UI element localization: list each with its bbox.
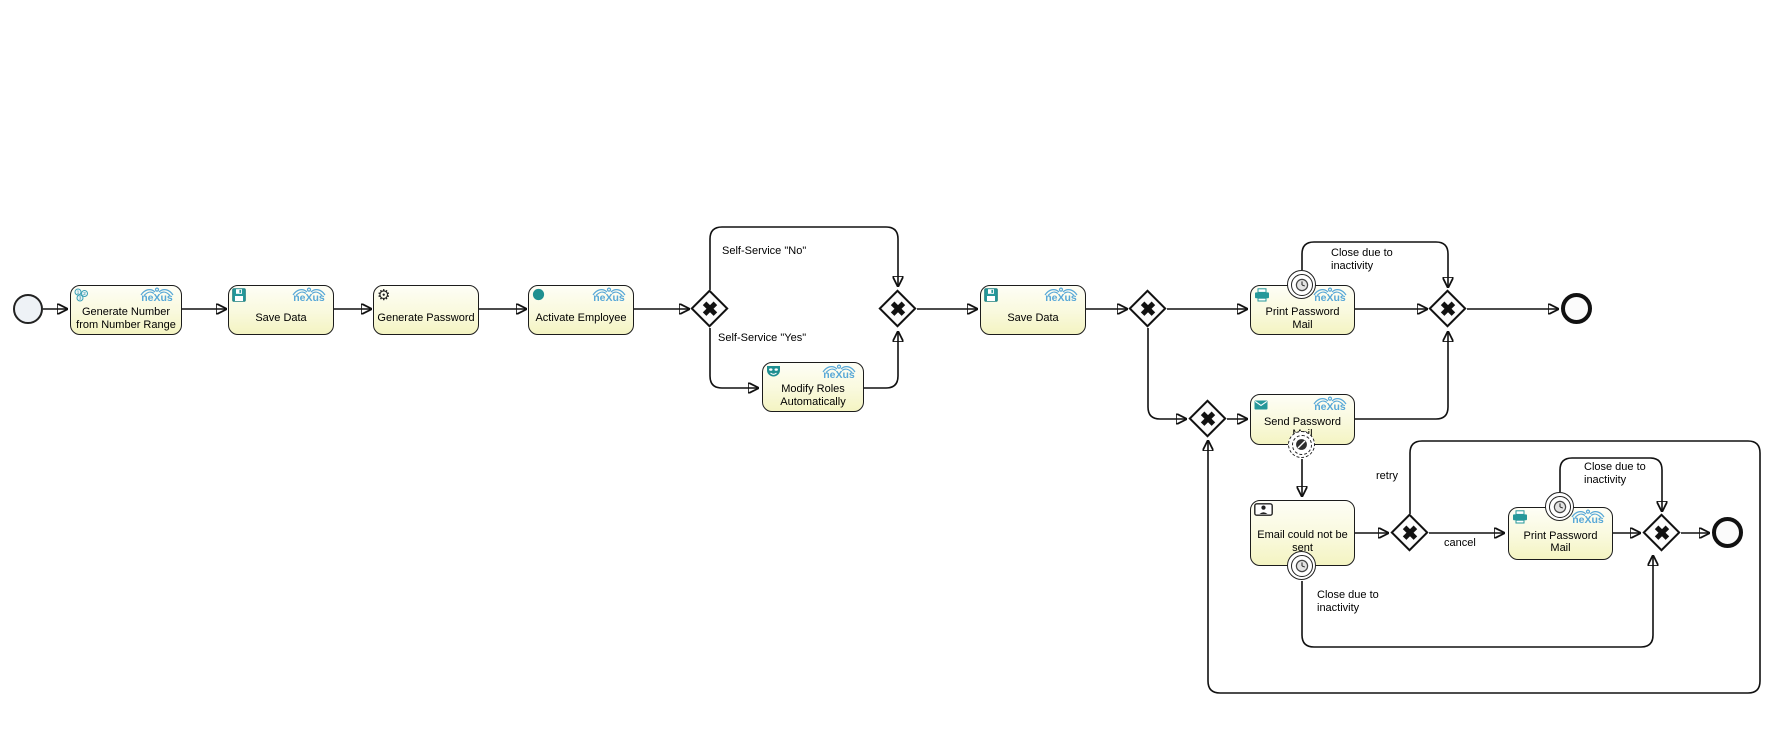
gateway-self-service-join[interactable]: ✖ (878, 289, 917, 328)
nexus-logo: neXus (1309, 396, 1351, 413)
gateway-self-service-split[interactable]: ✖ (690, 289, 729, 328)
label-close-inactivity-1: Close due to inactivity (1331, 247, 1393, 272)
nexus-logo-text: neXus (1314, 401, 1346, 413)
task-label: Print Password Mail (1523, 529, 1598, 555)
task-label: Activate Employee (535, 312, 627, 325)
flow-self-service-no (709, 226, 898, 290)
envelope-icon (1254, 397, 1268, 415)
task-save-data-1[interactable]: neXus Save Data (228, 285, 334, 335)
task-label: Generate Password (377, 312, 475, 325)
gateway-sub-join[interactable]: ✖ (1642, 513, 1681, 552)
flow-gateway-down-to-merge (1147, 328, 1186, 419)
x-marker-icon: ✖ (889, 298, 907, 321)
label-self-service-no: Self-Service "No" (722, 245, 807, 257)
label-close-inactivity-3: Close due to inactivity (1317, 589, 1379, 614)
task-label: Save Data (255, 312, 307, 325)
nexus-logo-text: neXus (141, 292, 173, 304)
x-marker-icon: ✖ (1199, 408, 1217, 431)
timer-clock-icon (1295, 559, 1308, 572)
user-task-icon (1254, 503, 1273, 521)
gateway-send-merge[interactable]: ✖ (1188, 399, 1227, 438)
flow-modify-roles-to-join (864, 332, 898, 389)
gateway-main-join[interactable]: ✖ (1428, 289, 1467, 328)
nexus-logo: neXus (1567, 509, 1609, 526)
nexus-logo-text: neXus (1314, 292, 1346, 304)
label-self-service-yes: Self-Service "Yes" (718, 332, 807, 344)
end-event-sub[interactable] (1712, 517, 1743, 548)
floppy-disk-icon (232, 288, 246, 307)
timer-clock-icon (1553, 500, 1566, 513)
boundary-timer-print-mail-1[interactable] (1287, 270, 1316, 299)
x-marker-icon: ✖ (1139, 298, 1157, 321)
boundary-timer-print-mail-2[interactable] (1545, 492, 1574, 521)
flow-timer-2-close (1559, 457, 1662, 511)
nexus-logo: neXus (1040, 287, 1082, 304)
label-close-inactivity-2: Close due to inactivity (1584, 461, 1646, 486)
svg-text:2: 2 (83, 291, 86, 296)
nexus-logo-text: neXus (293, 292, 325, 304)
nexus-logo: neXus (288, 287, 330, 304)
nexus-logo-text: neXus (823, 369, 855, 381)
nexus-logo-text: neXus (1045, 292, 1077, 304)
end-event-main[interactable] (1561, 293, 1592, 324)
gateway-delivery-split[interactable]: ✖ (1128, 289, 1167, 328)
status-dot-icon (532, 288, 545, 306)
printer-icon (1254, 288, 1270, 307)
nexus-logo-text: neXus (593, 292, 625, 304)
flow-timer-email-close (1301, 556, 1653, 648)
x-marker-icon: ✖ (1439, 298, 1457, 321)
mask-icon (766, 365, 781, 383)
task-activate-employee[interactable]: neXus Activate Employee (528, 285, 634, 335)
task-print-password-mail-2[interactable]: neXus Print Password Mail (1508, 507, 1613, 560)
boundary-send-fail[interactable] (1288, 431, 1315, 458)
gear-icon: ⚙ (377, 287, 391, 304)
printer-icon (1512, 510, 1528, 529)
x-marker-icon: ✖ (701, 298, 719, 321)
task-generate-password[interactable]: ⚙ Generate Password (373, 285, 479, 335)
x-marker-icon: ✖ (1401, 522, 1419, 545)
svg-text:1: 1 (77, 290, 80, 295)
task-label: Save Data (1007, 312, 1059, 325)
nexus-logo: neXus (818, 364, 860, 381)
x-marker-icon: ✖ (1653, 522, 1671, 545)
nexus-logo: neXus (588, 287, 630, 304)
nexus-logo: neXus (136, 287, 178, 304)
nexus-logo-text: neXus (1572, 514, 1604, 526)
task-label: Print Password Mail (1265, 306, 1340, 331)
flow-self-service-yes (709, 328, 758, 388)
flow-send-mail-to-main-join (1355, 332, 1448, 420)
flow-timer-1-close (1301, 241, 1448, 287)
task-save-data-2[interactable]: neXus Save Data (980, 285, 1086, 335)
gateway-retry-cancel[interactable]: ✖ (1390, 513, 1429, 552)
label-retry: retry (1376, 470, 1398, 482)
floppy-disk-icon (984, 288, 998, 307)
flow-retry-loop (1208, 441, 1761, 694)
timer-clock-icon (1295, 278, 1308, 291)
nexus-logo: neXus (1309, 287, 1351, 304)
label-cancel: cancel (1444, 537, 1476, 549)
boundary-timer-email-not-sent[interactable] (1287, 551, 1316, 580)
svg-text:3: 3 (79, 296, 82, 301)
slash-circle-icon (1296, 439, 1307, 450)
start-event[interactable] (13, 294, 43, 324)
